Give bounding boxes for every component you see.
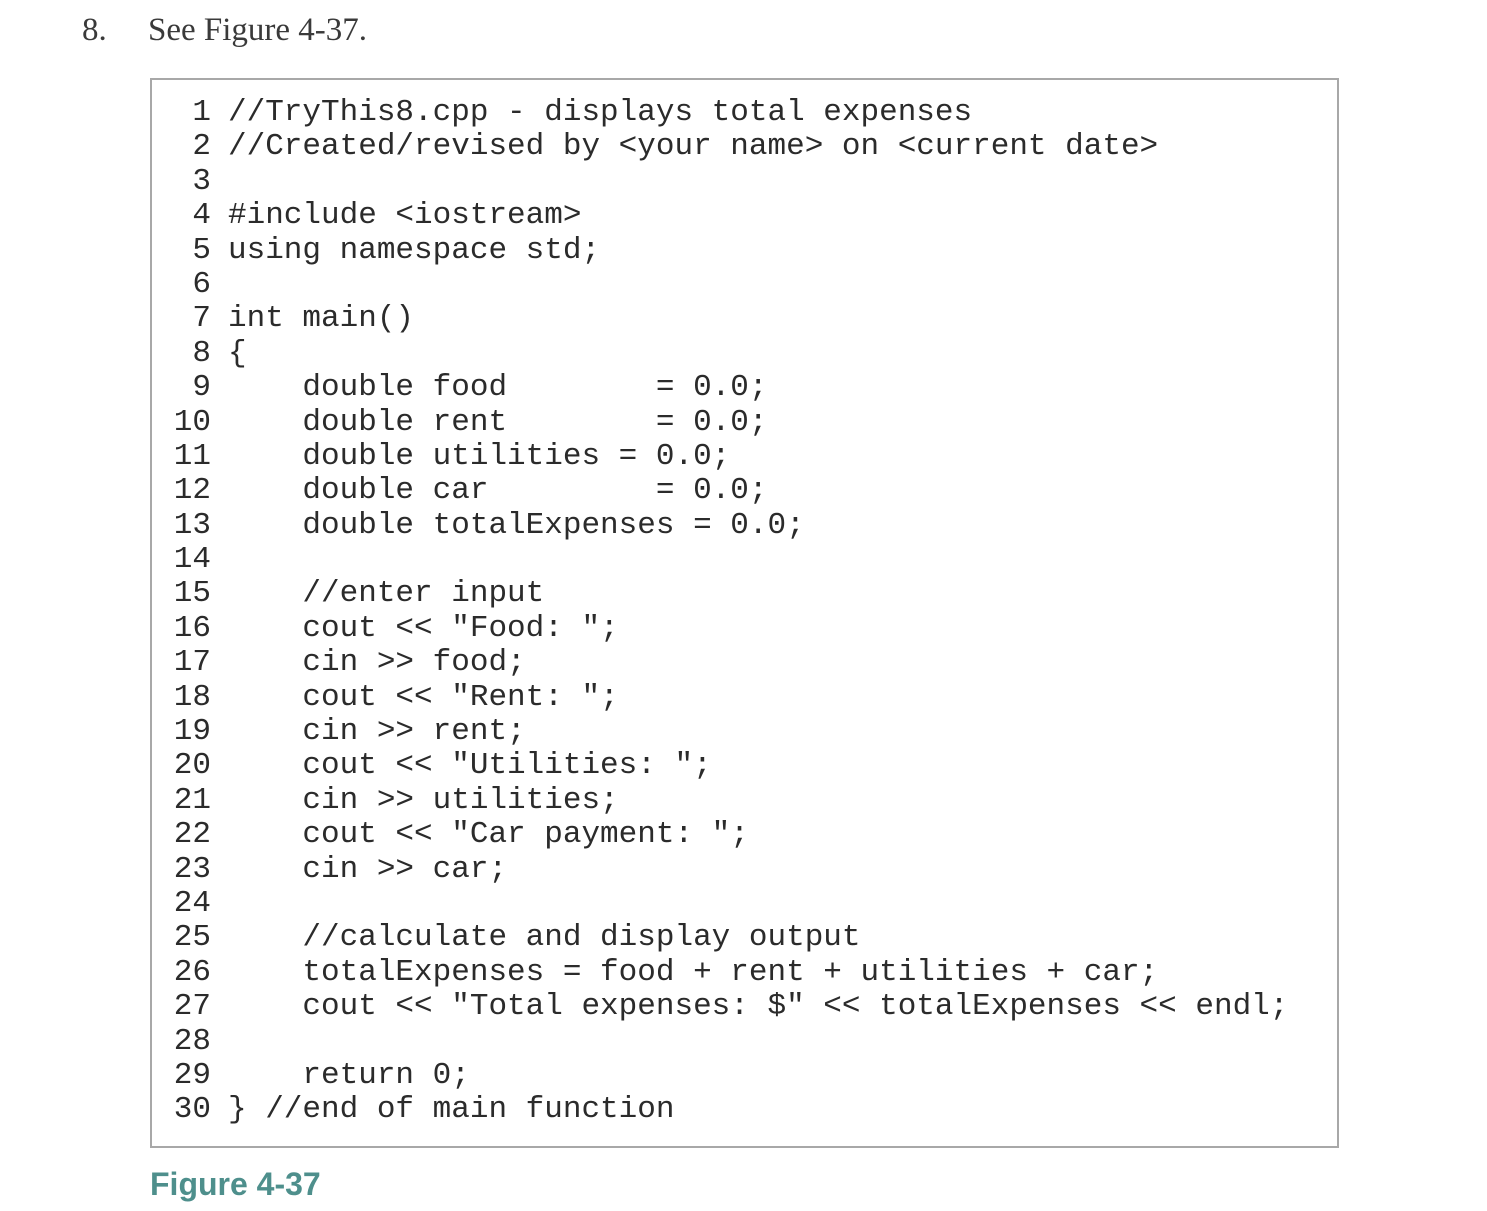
line-number: 29	[173, 1057, 211, 1093]
line-number: 16	[173, 610, 211, 646]
line-code: //calculate and display output	[228, 920, 861, 956]
code-line: 26 totalExpenses = food + rent + utiliti…	[172, 954, 1288, 990]
line-number: 3	[192, 163, 211, 199]
code-line: 15 //enter input	[172, 576, 1288, 612]
code-line: 11 double utilities = 0.0;	[172, 438, 1288, 474]
line-number: 18	[173, 679, 211, 715]
exercise-number: 8.	[82, 12, 107, 48]
code-line: 2 //Created/revised by <your name> on <cu…	[172, 129, 1288, 165]
line-number: 6	[192, 266, 211, 302]
code-line: 5 using namespace std;	[172, 232, 1288, 268]
line-code: cout << "Total expenses: $" << totalExpe…	[228, 989, 1289, 1025]
line-code: cout << "Food: ";	[228, 610, 619, 646]
code-line: 7 int main()	[172, 301, 1288, 337]
line-number: 25	[173, 920, 211, 956]
line-code: return 0;	[228, 1057, 470, 1093]
line-number: 4	[192, 198, 211, 234]
code-line: 28	[172, 1023, 1288, 1059]
line-code: int main()	[228, 301, 415, 337]
code-line: 8{	[172, 335, 1288, 371]
code-line: 18 cout << "Rent: ";	[172, 679, 1288, 715]
code-listing: 1 //TryThis8.cpp - displays total expense…	[172, 95, 1289, 1128]
line-number: 5	[192, 232, 211, 268]
line-number: 26	[173, 954, 211, 990]
exercise-prompt: 8. See Figure 4-37.	[82, 12, 367, 49]
figure-caption: Figure 4-37	[150, 1166, 321, 1202]
line-code: } //end of main function	[228, 1092, 675, 1128]
line-number: 1	[192, 95, 211, 130]
line-code: cout << "Utilities: ";	[228, 748, 712, 784]
line-number: 27	[173, 989, 211, 1025]
line-number: 22	[173, 817, 211, 853]
code-line: 1 //TryThis8.cpp - displays total expense…	[172, 95, 1288, 130]
code-figure-box: 1 //TryThis8.cpp - displays total expense…	[150, 78, 1339, 1148]
line-number: 13	[173, 507, 211, 543]
line-number: 17	[173, 645, 211, 681]
code-line: 6	[172, 266, 1288, 302]
code-line: 19 cin >> rent;	[172, 714, 1288, 750]
code-line: 16 cout << "Food: ";	[172, 610, 1288, 646]
code-line: 21 cin >> utilities;	[172, 782, 1288, 818]
line-code: #include <iostream>	[228, 198, 582, 234]
line-code: using namespace std;	[228, 232, 601, 268]
code-line: 3	[172, 163, 1288, 199]
line-number: 30	[173, 1092, 211, 1128]
line-number: 14	[173, 542, 211, 578]
line-number: 10	[173, 404, 211, 440]
code-line: 22 cout << "Car payment: ";	[172, 817, 1288, 853]
code-line: 25 //calculate and display output	[172, 920, 1288, 956]
line-code: cout << "Rent: ";	[228, 679, 619, 715]
code-line: 17 cin >> food;	[172, 645, 1288, 681]
exercise-text: See Figure 4-37.	[148, 12, 368, 48]
code-line: 24	[172, 885, 1288, 921]
line-number: 24	[173, 885, 211, 921]
line-code: double food = 0.0;	[228, 370, 768, 406]
code-line: 29 return 0;	[172, 1057, 1288, 1093]
code-line: 10 double rent = 0.0;	[172, 404, 1288, 440]
line-code: double utilities = 0.0;	[228, 438, 731, 474]
code-line: 14	[172, 542, 1288, 578]
line-number: 28	[173, 1023, 211, 1059]
line-code: double rent = 0.0;	[228, 404, 768, 440]
code-line: 9 double food = 0.0;	[172, 370, 1288, 406]
line-number: 11	[173, 438, 211, 474]
code-line: 4 #include <iostream>	[172, 198, 1288, 234]
line-code: cin >> rent;	[228, 714, 526, 750]
code-line: 12 double car = 0.0;	[172, 473, 1288, 509]
code-line: 20 cout << "Utilities: ";	[172, 748, 1288, 784]
line-number: 23	[173, 851, 211, 887]
line-code: //Created/revised by <your name> on <cur…	[228, 129, 1159, 165]
line-number: 12	[173, 473, 211, 509]
code-line: 27 cout << "Total expenses: $" << totalE…	[172, 989, 1289, 1025]
line-code: double car = 0.0;	[228, 473, 768, 509]
line-number: 21	[173, 782, 211, 818]
line-number: 8	[192, 335, 211, 371]
line-number: 20	[173, 748, 211, 784]
line-code: cin >> food;	[228, 645, 526, 681]
line-code: cin >> car;	[228, 851, 508, 887]
line-number: 9	[192, 370, 211, 406]
line-number: 19	[173, 714, 211, 750]
line-code: double totalExpenses = 0.0;	[228, 507, 805, 543]
line-number: 7	[192, 301, 211, 337]
line-number: 2	[192, 129, 211, 165]
code-line: 23 cin >> car;	[172, 851, 1288, 887]
line-code: totalExpenses = food + rent + utilities …	[228, 954, 1159, 990]
line-number: 15	[173, 576, 211, 612]
code-line: 13 double totalExpenses = 0.0;	[172, 507, 1288, 543]
line-code: //enter input	[228, 576, 545, 612]
line-code: {	[228, 335, 247, 371]
line-code: cout << "Car payment: ";	[228, 817, 749, 853]
line-code: cin >> utilities;	[228, 782, 619, 818]
line-code: //TryThis8.cpp - displays total expenses	[228, 95, 973, 130]
code-line: 30 } //end of main function	[172, 1092, 1288, 1128]
